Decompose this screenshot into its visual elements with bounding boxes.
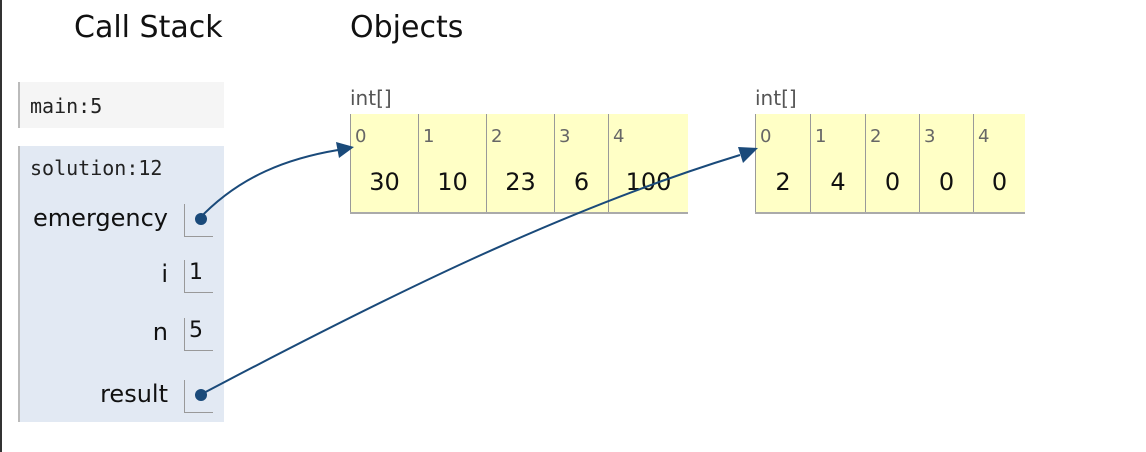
object-type-label: int[] <box>755 86 797 110</box>
cell-value: 6 <box>573 168 590 196</box>
frame-title: main:5 <box>30 94 103 118</box>
cell-index: 2 <box>870 126 882 147</box>
stack-frame-solution: solution:12 emergency i 1 n 5 result <box>18 146 224 422</box>
array-cell: 1 4 <box>810 114 865 212</box>
pointer-dot <box>195 389 207 401</box>
var-value: 5 <box>189 318 203 343</box>
array-cell: 3 6 <box>554 114 608 212</box>
var-row-result: result <box>20 380 224 413</box>
var-name: emergency <box>33 204 168 232</box>
cell-index: 3 <box>924 126 936 147</box>
left-border <box>0 0 2 452</box>
array-cell: 4 0 <box>973 114 1025 212</box>
var-value-box: 5 <box>184 318 213 351</box>
cell-value: 10 <box>437 168 468 196</box>
array-cell: 3 0 <box>919 114 973 212</box>
cell-value: 23 <box>505 168 536 196</box>
cell-value: 100 <box>625 168 672 196</box>
var-name: i <box>161 260 168 288</box>
array-cell: 0 2 <box>755 114 810 212</box>
cell-value: 0 <box>938 168 955 196</box>
call-stack-heading: Call Stack <box>74 10 223 45</box>
cell-value: 4 <box>830 168 846 196</box>
array-cell: 2 23 <box>486 114 554 212</box>
var-value-box <box>184 204 213 237</box>
array-cell: 2 0 <box>865 114 919 212</box>
var-name: result <box>100 380 168 408</box>
object-type-label: int[] <box>350 86 392 110</box>
cell-index: 1 <box>423 126 435 147</box>
var-name: n <box>152 318 168 346</box>
cell-index: 4 <box>613 126 625 147</box>
var-row-i: i 1 <box>20 260 224 293</box>
cell-value: 0 <box>991 168 1008 196</box>
var-row-emergency: emergency <box>20 204 224 237</box>
var-value-box <box>184 380 213 413</box>
cell-index: 1 <box>815 126 827 147</box>
cell-value: 2 <box>775 168 791 196</box>
int-array-object: 0 2 1 4 2 0 3 0 4 0 <box>755 114 1025 214</box>
cell-index: 0 <box>355 126 367 147</box>
array-cell: 0 30 <box>350 114 418 212</box>
array-cell: 1 10 <box>418 114 486 212</box>
int-array-object: 0 30 1 10 2 23 3 6 4 100 <box>350 114 688 214</box>
stack-frame-main: main:5 <box>18 82 224 128</box>
frame-title: solution:12 <box>30 156 163 180</box>
cell-index: 3 <box>559 126 571 147</box>
var-value: 1 <box>189 260 203 285</box>
cell-value: 0 <box>884 168 901 196</box>
cell-index: 0 <box>760 126 772 147</box>
array-cell: 4 100 <box>608 114 688 212</box>
var-row-n: n 5 <box>20 318 224 351</box>
var-value-box: 1 <box>184 260 213 293</box>
pointer-dot <box>195 213 207 225</box>
cell-index: 4 <box>978 126 990 147</box>
objects-heading: Objects <box>350 10 464 45</box>
cell-index: 2 <box>491 126 503 147</box>
cell-value: 30 <box>369 168 400 196</box>
